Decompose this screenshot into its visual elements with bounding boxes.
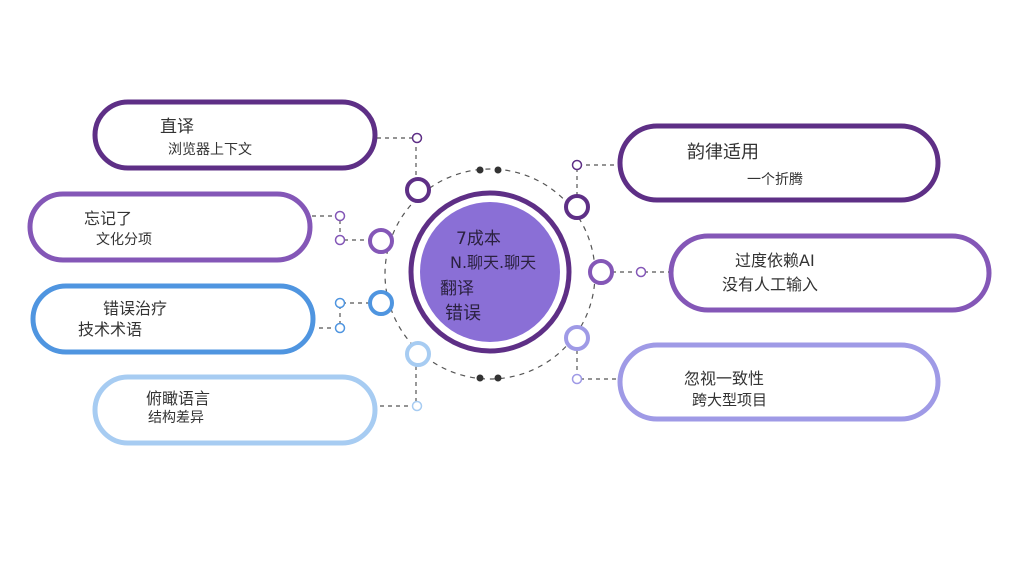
connector-dot [411, 400, 423, 412]
connector [315, 302, 370, 329]
node-subtitle: 技术术语 [78, 320, 143, 339]
connector [377, 366, 417, 407]
connector [377, 137, 417, 180]
node-error-treatment[interactable] [30, 283, 394, 355]
node-title: 韵律适用 [687, 142, 759, 163]
connector [576, 350, 618, 380]
node-subtitle: 浏览器上下文 [168, 142, 252, 158]
orbit-node [564, 325, 590, 351]
connector-dot [334, 234, 346, 246]
orbit-node [405, 341, 431, 367]
orbit-node [368, 290, 394, 316]
node-pill [92, 99, 378, 171]
orbit-dot-top2 [494, 166, 502, 174]
center-line-3: 翻译 [440, 279, 474, 299]
node-ignore-consistency[interactable] [564, 325, 941, 422]
orbit-node [368, 228, 394, 254]
connector-dot [334, 210, 346, 222]
node-subtitle: 结构差异 [148, 410, 204, 426]
node-overlook-language[interactable] [92, 341, 431, 446]
orbit-dot-top [476, 166, 484, 174]
connector [576, 164, 618, 196]
node-title: 俯瞰语言 [146, 389, 211, 408]
node-title: 忘记了 [84, 209, 133, 228]
connector-dot [571, 159, 583, 171]
center-hub [420, 202, 560, 342]
node-pill [668, 233, 992, 313]
node-forgot[interactable] [27, 191, 394, 263]
connector-dot [635, 266, 647, 278]
connector-dot [334, 322, 346, 334]
node-title: 过度依赖AI [735, 251, 815, 270]
orbit-node [564, 194, 590, 220]
node-pill [617, 123, 941, 203]
node-direct-translation[interactable] [92, 99, 431, 203]
connector [312, 215, 370, 241]
center-line-4: 错误 [445, 303, 481, 324]
center-line-1: 7成本 [456, 229, 501, 249]
orbit-dot-bottom [476, 374, 484, 382]
connector-dot [571, 373, 583, 385]
orbit-node [588, 259, 614, 285]
node-over-reliance-ai[interactable] [588, 233, 992, 313]
node-subtitle: 跨大型项目 [692, 391, 768, 409]
node-rhythm[interactable] [564, 123, 941, 220]
node-pill [27, 191, 313, 263]
node-pill [92, 374, 378, 446]
node-title: 错误治疗 [103, 299, 168, 318]
node-title: 直译 [160, 117, 194, 137]
connector-dot [334, 297, 346, 309]
node-subtitle: 一个折腾 [747, 172, 803, 188]
node-pill [30, 283, 316, 355]
connector-dot [411, 132, 423, 144]
node-title: 忽视一致性 [684, 369, 765, 388]
orbit-dot-bottom2 [494, 374, 502, 382]
node-subtitle: 没有人工输入 [722, 275, 819, 294]
node-subtitle: 文化分项 [96, 232, 152, 248]
orbit-node [405, 177, 431, 203]
center-line-2: N.聊天.聊天 [450, 253, 537, 272]
node-pill [617, 342, 941, 422]
